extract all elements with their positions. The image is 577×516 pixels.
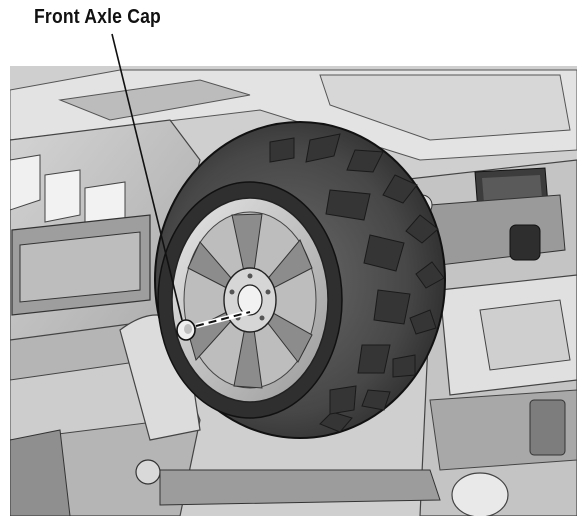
callout-leader-line [111,33,183,321]
front-axle-cap-label: Front Axle Cap [34,6,161,28]
front-axle-cap [176,319,196,341]
wheel-rim [171,197,329,403]
